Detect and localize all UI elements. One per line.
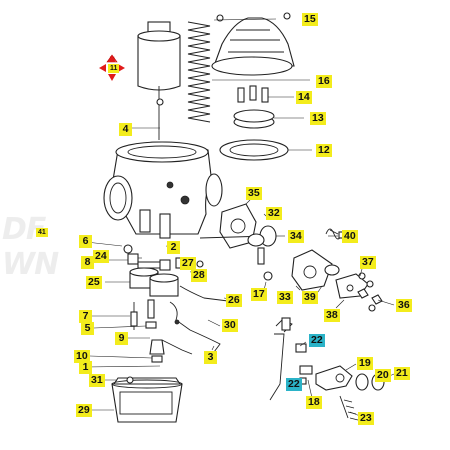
- callout-15: 15: [302, 13, 318, 26]
- callout-21: 21: [394, 367, 410, 380]
- pump-assembly: [269, 317, 385, 421]
- callout-35: 35: [246, 187, 262, 200]
- callout-10: 10: [74, 350, 90, 363]
- callout-25: 25: [86, 276, 102, 289]
- callout-27: 27: [180, 257, 196, 270]
- callout-40: 40: [342, 230, 358, 243]
- callout-39: 39: [302, 291, 318, 304]
- callout-31: 31: [89, 374, 105, 387]
- callout-22-lower: 22: [286, 378, 302, 391]
- callout-26: 26: [226, 294, 242, 307]
- callout-4: 4: [119, 123, 132, 136]
- diaphragm-12: [219, 139, 289, 161]
- callout-16: 16: [316, 75, 332, 88]
- callout-41: 41: [36, 228, 48, 237]
- callout-33: 33: [277, 291, 293, 304]
- callout-2: 2: [167, 241, 180, 254]
- callout-38: 38: [324, 309, 340, 322]
- callout-37: 37: [360, 256, 376, 269]
- float-bowl: [111, 376, 183, 423]
- callout-13: 13: [310, 112, 326, 125]
- callout-5: 5: [81, 322, 94, 335]
- callout-29: 29: [76, 404, 92, 417]
- screws-14: [237, 85, 269, 103]
- callout-8: 8: [81, 256, 94, 269]
- carburetor-body: [103, 141, 223, 239]
- callout-6: 6: [79, 235, 92, 248]
- callout-30: 30: [222, 319, 238, 332]
- throttle-linkage: [263, 228, 383, 312]
- callout-12: 12: [316, 144, 332, 157]
- slide-part: [137, 21, 181, 140]
- callout-14: 14: [296, 91, 312, 104]
- callout-20: 20: [375, 369, 391, 382]
- callout-3: 3: [204, 351, 217, 364]
- callout-28: 28: [191, 269, 207, 282]
- callout-36: 36: [396, 299, 412, 312]
- callout-34: 34: [288, 230, 304, 243]
- ring-13: [233, 109, 275, 129]
- callout-9: 9: [115, 332, 128, 345]
- spring-part: [187, 21, 211, 123]
- callout-1: 1: [79, 361, 92, 374]
- choke-shaft: [199, 225, 277, 265]
- callout-18: 18: [306, 396, 322, 409]
- callout-32: 32: [266, 207, 282, 220]
- callout-23: 23: [358, 412, 374, 425]
- top-cover-part: [211, 12, 295, 76]
- callout-17: 17: [251, 288, 267, 301]
- callout-19: 19: [357, 357, 373, 370]
- callout-22-upper: 22: [309, 334, 325, 347]
- callout-7: 7: [79, 310, 92, 323]
- needle-valve: [130, 299, 221, 363]
- callout-11: 11: [108, 64, 120, 73]
- callout-24: 24: [93, 250, 109, 263]
- jets-group: [127, 253, 237, 303]
